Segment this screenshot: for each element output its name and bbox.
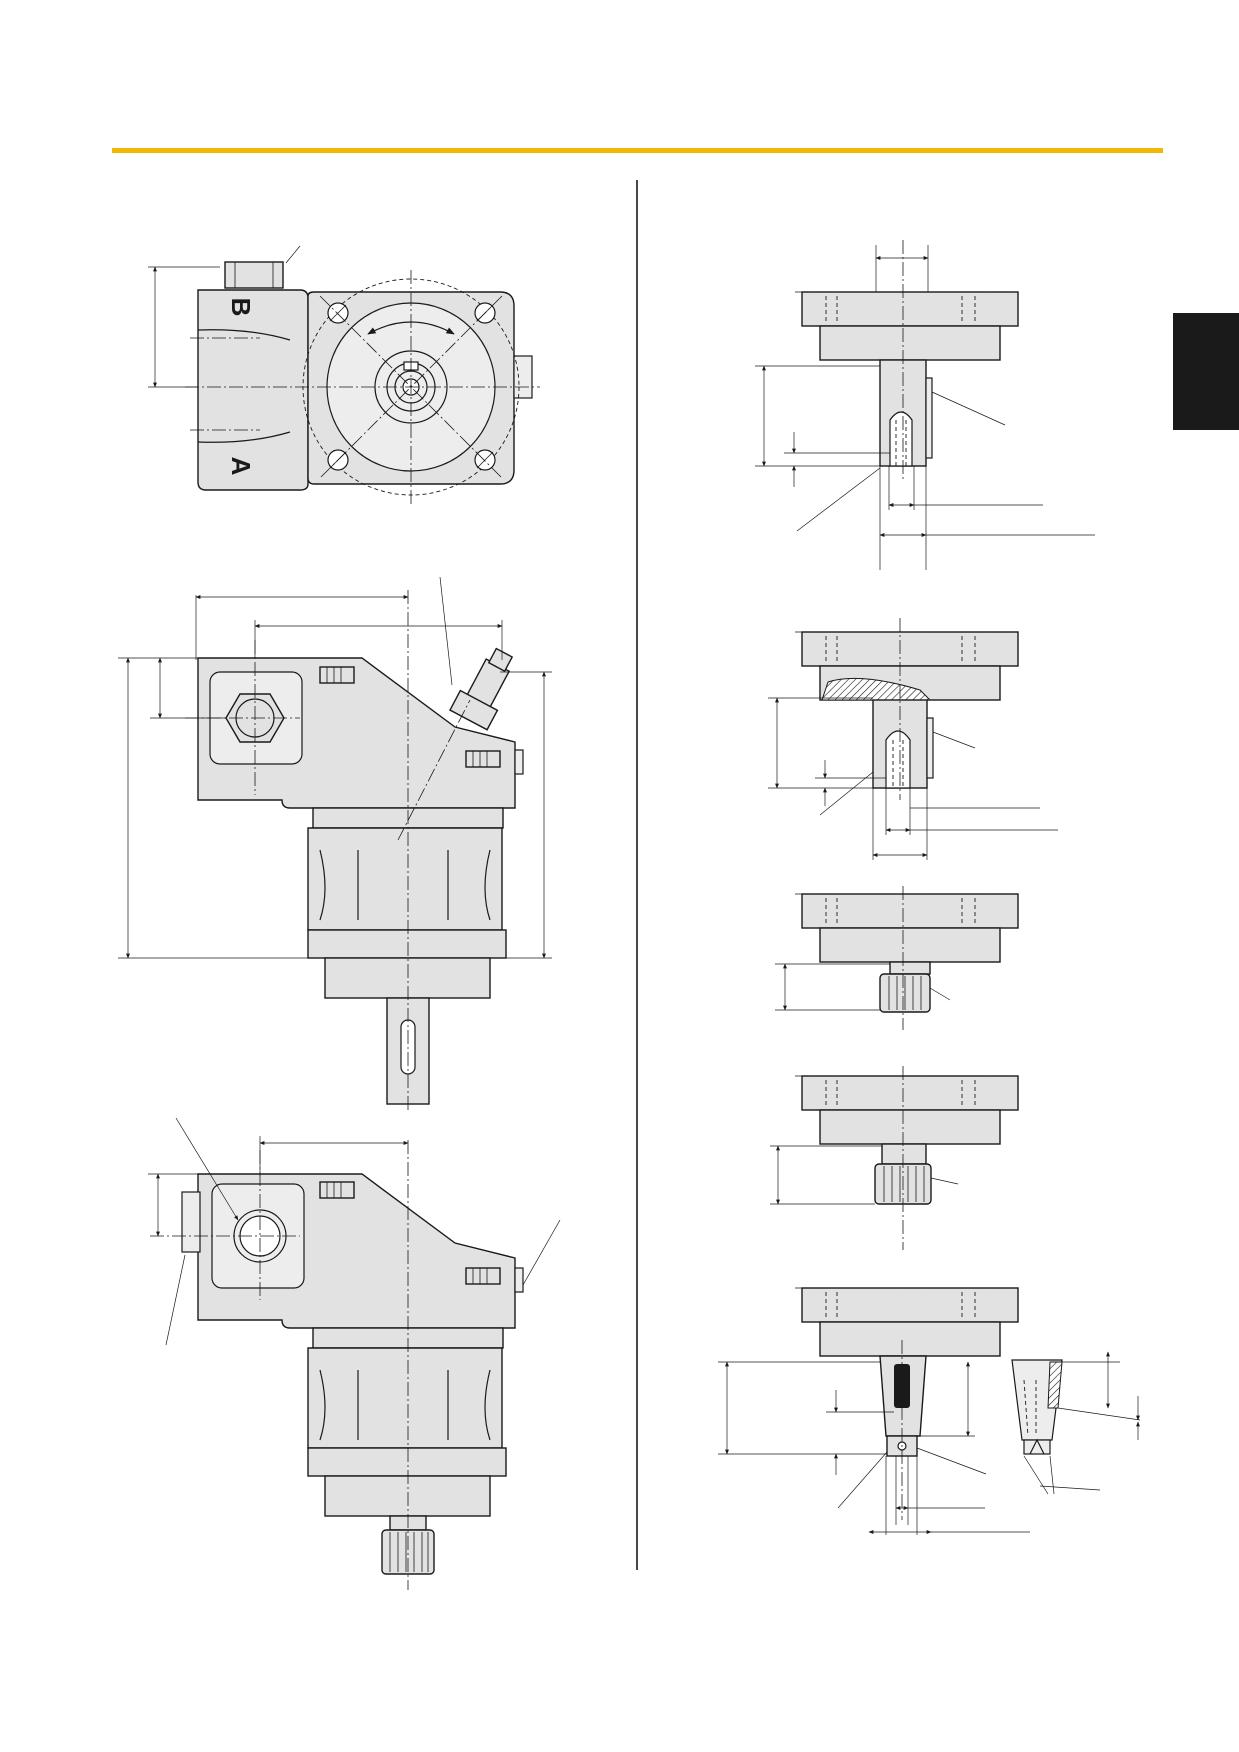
side-view-splined: [148, 1117, 561, 1590]
shaft-variant-tapered: [718, 1287, 1141, 1535]
shaft-variant-keyed: [755, 240, 1095, 570]
port-b-label: B: [226, 298, 256, 317]
shaft-variant-sectioned: [768, 618, 1058, 860]
port-a-label: A: [226, 457, 256, 476]
header-rule: [112, 148, 1163, 153]
end-view: B A: [148, 245, 540, 505]
spline-shaft: [381, 1529, 435, 1575]
side-tab: [1173, 313, 1239, 430]
shaft-variant-long-spline: [770, 1066, 1019, 1250]
side-view: [118, 576, 552, 1112]
shaft-variant-short-spline: [775, 886, 1019, 1030]
